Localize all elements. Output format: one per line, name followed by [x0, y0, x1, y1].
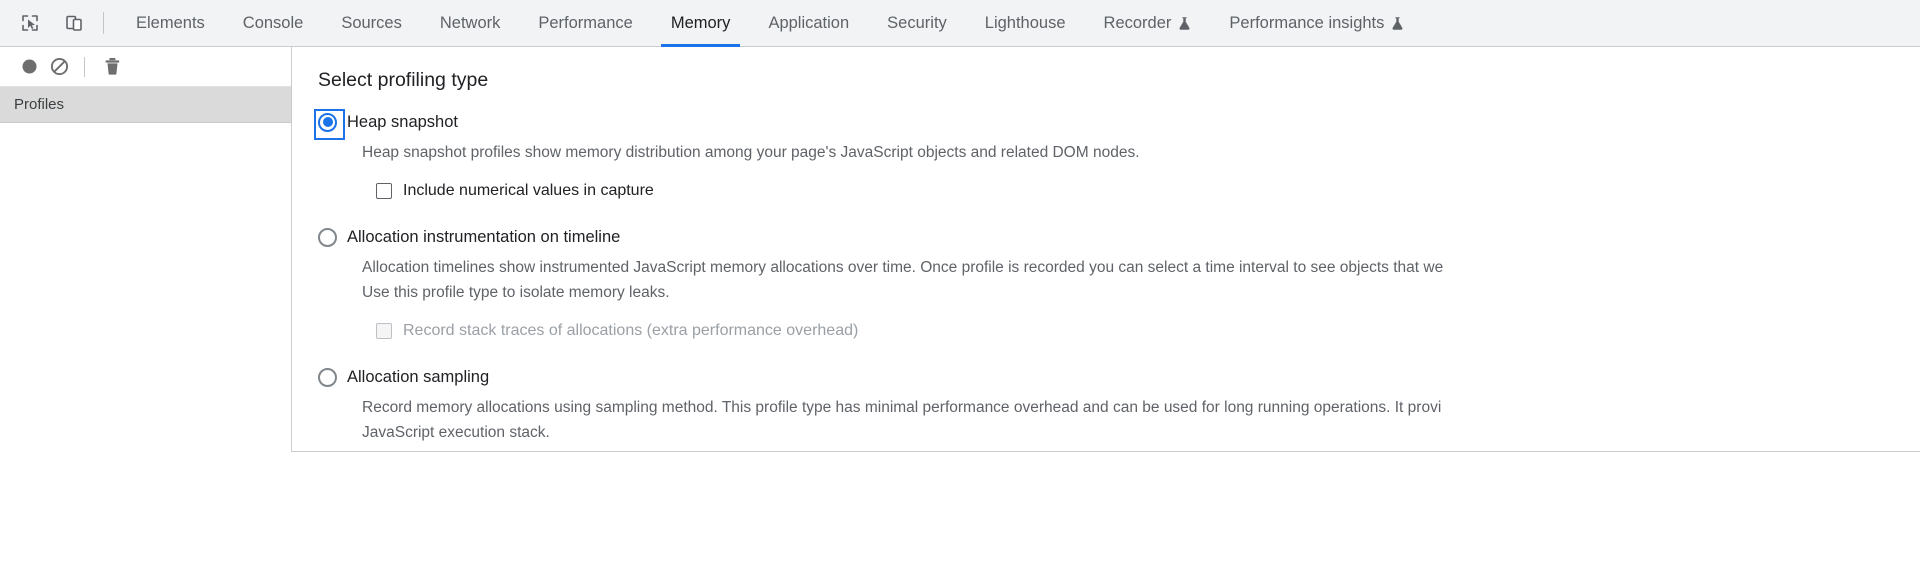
tab-performance[interactable]: Performance [519, 0, 651, 47]
tab-elements[interactable]: Elements [117, 0, 224, 47]
profiles-toolbar [0, 47, 291, 87]
experimental-flask-icon [1178, 16, 1191, 31]
include-numerical-values-checkbox[interactable] [376, 183, 392, 200]
heap-snapshot-label: Heap snapshot [347, 112, 458, 131]
tab-label: Lighthouse [984, 13, 1066, 32]
allocation-sampling-label: Allocation sampling [347, 367, 490, 386]
tab-label: Network [439, 13, 501, 32]
tab-label: Sources [341, 13, 402, 32]
allocation-instrumentation-radio-row[interactable]: Allocation instrumentation on timeline [318, 223, 1920, 251]
tab-recorder[interactable]: Recorder [1085, 0, 1211, 47]
heap-snapshot-description: Heap snapshot profiles show memory distr… [362, 141, 1920, 165]
record-stack-traces-row[interactable]: Record stack traces of allocations (extr… [376, 320, 1920, 342]
toolbar-divider [84, 56, 85, 77]
experimental-flask-icon [1391, 16, 1404, 31]
allocation-sampling-description: Record memory allocations using sampling… [362, 396, 1920, 445]
record-stack-traces-checkbox[interactable] [376, 323, 392, 340]
radio-wrap [318, 227, 337, 247]
allocation-instrumentation-label: Allocation instrumentation on timeline [347, 227, 621, 246]
tab-label: Recorder [1103, 13, 1172, 32]
inspect-tools-group [0, 9, 88, 37]
inspect-cursor-icon[interactable] [16, 9, 44, 37]
panel-footer-area [0, 452, 1920, 567]
tab-network[interactable]: Network [421, 0, 520, 47]
description-line: Record memory allocations using sampling… [362, 399, 1442, 417]
tab-label: Application [768, 13, 850, 32]
description-line: JavaScript execution stack. [362, 423, 550, 441]
allocation-instrumentation-radio[interactable] [318, 227, 337, 247]
allocation-sampling-radio[interactable] [318, 367, 337, 387]
tab-label: Security [887, 13, 947, 32]
toolbar-divider [103, 12, 104, 34]
panel-tabs: Elements Console Sources Network Perform… [117, 0, 1423, 47]
page-title: Select profiling type [318, 69, 489, 91]
record-circle-icon[interactable] [14, 52, 44, 82]
allocation-instrumentation-description: Allocation timelines show instrumented J… [362, 256, 1920, 305]
tab-label: Performance insights [1229, 13, 1385, 32]
tab-label: Performance [538, 13, 633, 32]
tab-security[interactable]: Security [868, 0, 966, 47]
trash-icon[interactable] [97, 52, 127, 82]
radio-wrap [318, 367, 337, 387]
tab-sources[interactable]: Sources [322, 0, 421, 47]
heap-snapshot-radio[interactable] [318, 112, 337, 132]
profiling-type-panel: Select profiling type Heap snapshot Heap… [292, 47, 1920, 452]
profiling-option-allocation-sampling: Allocation sampling Record memory alloca… [318, 363, 1920, 445]
tab-lighthouse[interactable]: Lighthouse [966, 0, 1085, 47]
include-numerical-values-label: Include numerical values in capture [403, 182, 654, 200]
devtools-tabbar: Elements Console Sources Network Perform… [0, 0, 1920, 47]
tab-console[interactable]: Console [224, 0, 323, 47]
description-line: Use this profile type to isolate memory … [362, 283, 670, 301]
include-numerical-values-row[interactable]: Include numerical values in capture [376, 180, 1920, 202]
tab-performance-insights[interactable]: Performance insights [1210, 0, 1423, 47]
profiles-section-header[interactable]: Profiles [0, 87, 291, 123]
profiling-option-heap-snapshot: Heap snapshot Heap snapshot profiles sho… [314, 108, 1920, 202]
tab-label: Elements [136, 13, 205, 32]
tab-application[interactable]: Application [749, 0, 868, 47]
description-line: Allocation timelines show instrumented J… [362, 259, 1444, 277]
description-line: Heap snapshot profiles show memory distr… [362, 144, 1140, 161]
tab-memory[interactable]: Memory [652, 0, 750, 47]
allocation-sampling-radio-row[interactable]: Allocation sampling [318, 363, 1920, 391]
profiles-section-title: Profiles [14, 96, 65, 113]
profiles-sidebar: Profiles [0, 47, 292, 452]
profiling-option-allocation-instrumentation: Allocation instrumentation on timeline A… [318, 223, 1920, 342]
radio-focus-ring [314, 108, 345, 140]
tab-label: Memory [670, 13, 731, 32]
heap-snapshot-radio-row[interactable]: Heap snapshot [314, 108, 1920, 140]
tab-label: Console [242, 13, 304, 32]
ban-circle-icon[interactable] [44, 52, 74, 82]
record-stack-traces-label: Record stack traces of allocations (extr… [403, 322, 859, 340]
device-toggle-icon[interactable] [60, 9, 88, 37]
